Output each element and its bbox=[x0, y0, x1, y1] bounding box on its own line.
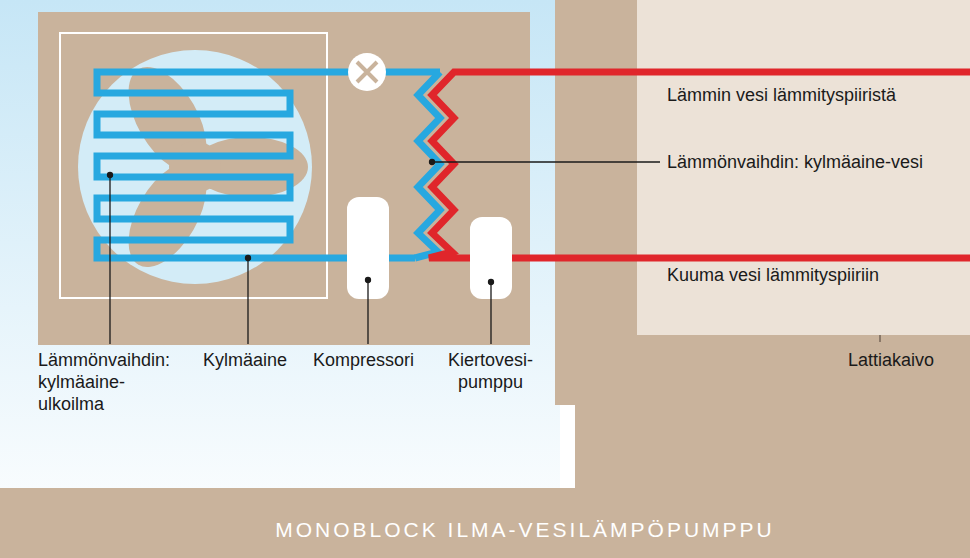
outdoor-unit bbox=[38, 12, 530, 345]
pipe-label: Kuuma vesi lämmityspiiriin bbox=[667, 264, 879, 286]
diagram-title: MONOBLOCK ILMA-VESILÄMPÖPUMPPU bbox=[275, 518, 775, 542]
part-label: Kiertovesi- pumppu bbox=[438, 349, 543, 393]
valve-cross bbox=[357, 62, 377, 82]
fan-opening bbox=[78, 50, 312, 284]
floor-drain bbox=[879, 335, 881, 342]
exchanger-label: Lämmönvaihdin: kylmäaine-vesi bbox=[667, 151, 923, 173]
part-label: Kompressori bbox=[313, 349, 414, 371]
expansion-valve bbox=[348, 53, 386, 91]
leader-lines bbox=[108, 160, 661, 345]
part-label: Kylmäaine bbox=[203, 349, 287, 371]
drain-label: Lattiakaivo bbox=[848, 349, 934, 371]
pipe-label: Lämmin vesi lämmityspiiristä bbox=[667, 84, 896, 106]
sky bbox=[0, 0, 560, 558]
fan-blades bbox=[113, 54, 308, 280]
indoor-room bbox=[637, 0, 970, 335]
part-label: Lämmönvaihdin: kylmäaine- ulkoilma bbox=[38, 349, 188, 415]
